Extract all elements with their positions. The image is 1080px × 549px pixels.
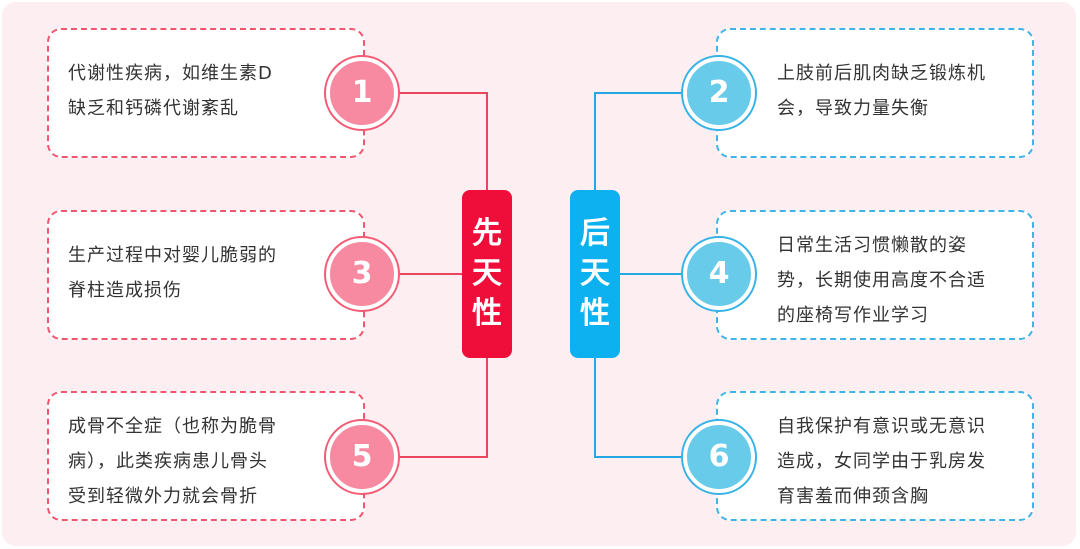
card-text-line: 造成，女同学由于乳房发: [777, 451, 986, 472]
acquired-label-char: 性: [580, 296, 610, 331]
card-text-line: 自我保护有意识或无意识: [777, 416, 986, 437]
number-badge-2: 2: [683, 57, 755, 129]
card-text-line: 病），此类疾病患儿骨头: [68, 451, 268, 472]
card-text-line: 代谢性疾病，如维生素D: [68, 63, 273, 84]
number-badge-5: 5: [326, 421, 398, 493]
card-text-line: 育害羞而伸颈含胸: [777, 486, 929, 507]
number-badge-6: 6: [683, 421, 755, 493]
congenital-card-3: 生产过程中对婴儿脆弱的 脊柱造成损伤: [47, 210, 365, 340]
card-text-line: 的座椅写作业学习: [777, 305, 929, 326]
congenital-label-char: 天: [472, 256, 502, 291]
congenital-label: 先 天 性: [462, 190, 512, 358]
acquired-label-char: 后: [580, 216, 610, 251]
number-badge-1: 1: [326, 57, 398, 129]
acquired-label-char: 天: [580, 256, 610, 291]
card-text-line: 成骨不全症（也称为脆骨: [68, 416, 277, 437]
acquired-card-2: 上肢前后肌肉缺乏锻炼机 会，导致力量失衡: [716, 28, 1034, 158]
congenital-card-5: 成骨不全症（也称为脆骨 病），此类疾病患儿骨头 受到轻微外力就会骨折: [47, 391, 365, 521]
card-text-line: 生产过程中对婴儿脆弱的: [68, 245, 277, 266]
congenital-label-char: 性: [472, 296, 502, 331]
number-badge-4: 4: [683, 238, 755, 310]
card-text-line: 势，长期使用高度不合适: [777, 270, 986, 291]
number-badge-3: 3: [326, 238, 398, 310]
card-text-line: 受到轻微外力就会骨折: [68, 486, 258, 507]
acquired-card-4: 日常生活习惯懒散的姿 势，长期使用高度不合适 的座椅写作业学习: [716, 210, 1034, 340]
card-text-line: 脊柱造成损伤: [68, 280, 182, 301]
acquired-label: 后 天 性: [570, 190, 620, 358]
congenital-label-char: 先: [472, 216, 502, 251]
card-text-line: 上肢前后肌肉缺乏锻炼机: [777, 63, 986, 84]
card-text-line: 会，导致力量失衡: [777, 98, 929, 119]
congenital-card-1: 代谢性疾病，如维生素D 缺乏和钙磷代谢紊乱: [47, 28, 365, 158]
acquired-card-6: 自我保护有意识或无意识 造成，女同学由于乳房发 育害羞而伸颈含胸: [716, 391, 1034, 521]
card-text-line: 缺乏和钙磷代谢紊乱: [68, 98, 239, 119]
card-text-line: 日常生活习惯懒散的姿: [777, 235, 967, 256]
